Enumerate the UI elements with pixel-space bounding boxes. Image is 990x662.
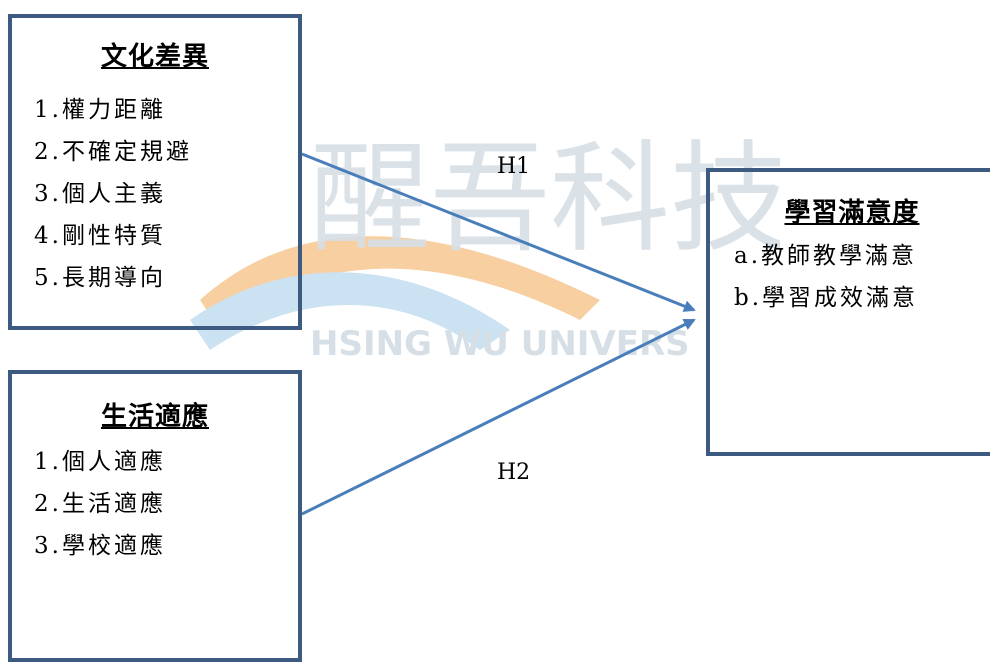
culture-item-2: 2.不確定規避 [34, 139, 192, 165]
watermark-chars: 醒吾科技大 [310, 130, 780, 269]
h2-label: H2 [497, 460, 531, 485]
life-item-2: 2.生活適應 [34, 491, 166, 517]
h1-arrow [301, 152, 696, 312]
culture-differences-box: 文化差異 1.權力距離 2.不確定規避 3.個人主義 4.剛性特質 5.長期導向 [8, 14, 302, 330]
culture-item-3: 3.個人主義 [34, 181, 166, 207]
satisfaction-item-a: a.教師教學滿意 [734, 243, 918, 269]
culture-box-title: 文化差異 [100, 42, 209, 72]
satisfaction-box-title: 學習滿意度 [784, 198, 920, 228]
satisfaction-item-b: b.學習成效滿意 [734, 285, 919, 311]
learning-satisfaction-box: 學習滿意度 a.教師教學滿意 b.學習成效滿意 [706, 168, 990, 456]
watermark-blue-swoosh [190, 272, 510, 350]
culture-item-1: 1.權力距離 [34, 97, 166, 123]
life-item-1: 1.個人適應 [34, 449, 166, 475]
culture-item-4: 4.剛性特質 [34, 223, 166, 249]
h2-arrow [301, 318, 696, 516]
life-item-3: 3.學校適應 [34, 533, 166, 559]
university-watermark: 醒吾科技大 HSING WU UNIVERS [190, 130, 780, 364]
culture-item-5: 5.長期導向 [34, 265, 166, 291]
life-box-title: 生活適應 [100, 402, 209, 432]
watermark-latin: HSING WU UNIVERS [310, 324, 690, 364]
h1-label: H1 [497, 154, 531, 179]
